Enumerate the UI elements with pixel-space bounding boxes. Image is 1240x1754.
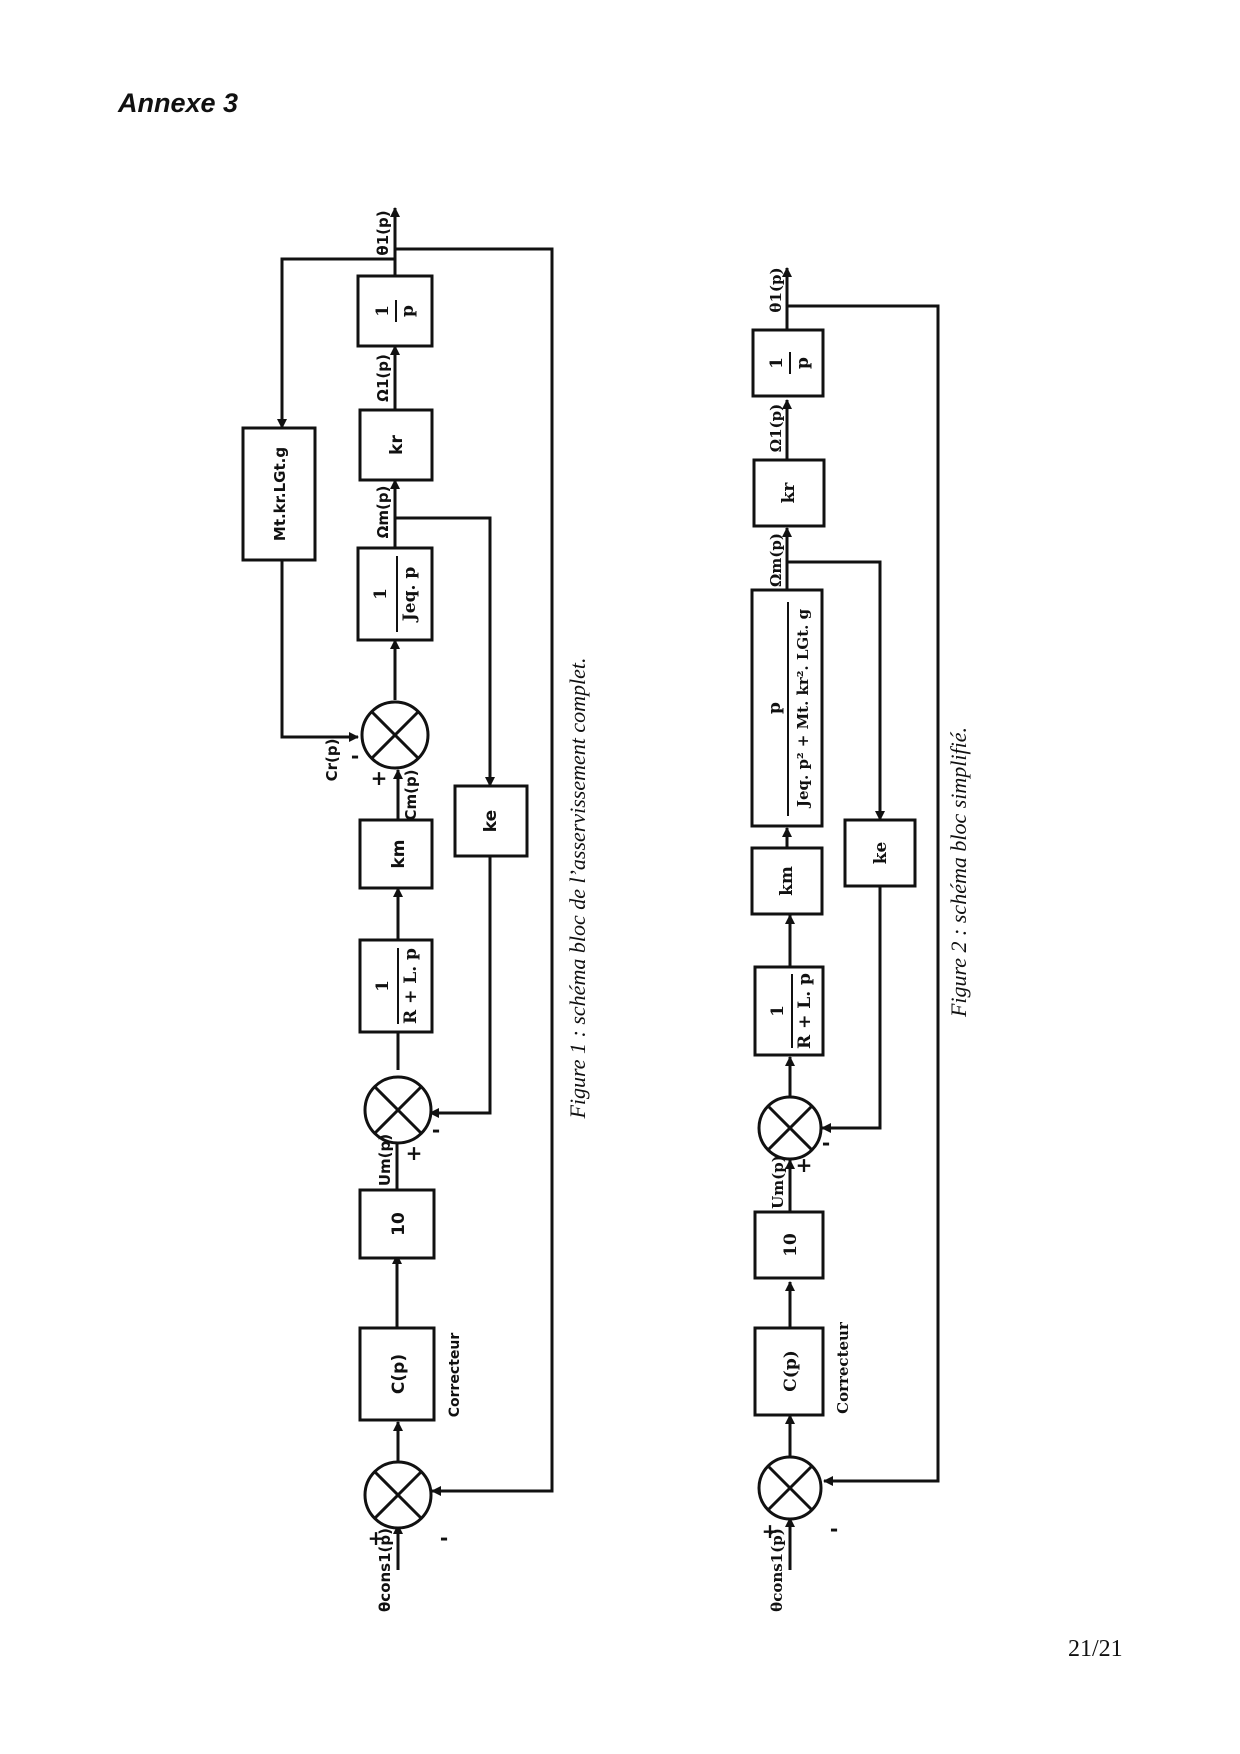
- sum1-plus-sign: +: [368, 1526, 385, 1550]
- block-kr: kr: [358, 408, 434, 482]
- wire-cr: [280, 560, 359, 742]
- gain-label: 10: [389, 1212, 409, 1236]
- cm-label: Cm(p): [402, 769, 420, 820]
- block-mechanical: p Jeq. p² + Mt. kr². LGt. g: [750, 588, 824, 828]
- integrator-denominator: p: [793, 357, 813, 369]
- block-corrector: C(p): [753, 1326, 825, 1417]
- inertia-numerator: 1: [371, 588, 391, 600]
- mechanical-denominator: Jeq. p² + Mt. kr². LGt. g: [794, 608, 812, 809]
- electrical-numerator: 1: [373, 980, 393, 992]
- corrector-note: Correcteur: [447, 1333, 463, 1418]
- block-integrator: 1 p: [356, 274, 434, 348]
- block-inertia: 1 Jeq. p: [356, 546, 434, 642]
- um-label: Um(p): [376, 1134, 394, 1186]
- integrator-numerator: 1: [373, 305, 393, 317]
- wire-outer-feedback: [395, 247, 554, 1496]
- sum2-plus-sign: +: [796, 1153, 813, 1177]
- integrator-numerator: 1: [767, 357, 787, 369]
- wire-outer-feedback: [787, 304, 940, 1486]
- block-ke: ke: [453, 784, 529, 858]
- wire-load-feedback: [277, 257, 395, 429]
- omega-1-label: Ω1(p): [767, 404, 785, 452]
- omega-m-label: Ωm(p): [374, 486, 392, 539]
- sum1-plus-sign: +: [762, 1519, 779, 1543]
- block-kr: kr: [752, 458, 826, 528]
- electrical-numerator: 1: [768, 1005, 788, 1017]
- um-label: Um(p): [769, 1155, 787, 1209]
- electrical-denominator: R + L. p: [795, 973, 815, 1049]
- output-label: θ1(p): [767, 267, 785, 312]
- electrical-denominator: R + L. p: [401, 948, 421, 1024]
- figure-2-caption: Figure 2 : schéma bloc simplifié.: [946, 727, 971, 1018]
- page-heading: Annexe 3: [118, 88, 239, 118]
- input-label: θcons1(p): [376, 1528, 394, 1612]
- load-label: Mt.kr.LGt.g: [271, 447, 289, 541]
- sum2-minus-sign: -: [822, 1131, 830, 1155]
- block-km: km: [750, 846, 824, 916]
- omega-m-label: Ωm(p): [767, 533, 785, 587]
- block-ke: ke: [843, 818, 917, 888]
- input-label: θcons1(p): [768, 1528, 786, 1612]
- figure-1-caption: Figure 1 : schéma bloc de l’asservisseme…: [565, 657, 590, 1119]
- omega-1-label: Ω1(p): [374, 354, 392, 402]
- kr-label: kr: [387, 435, 407, 455]
- inertia-denominator: Jeq. p: [400, 567, 420, 624]
- wire-omega-to-ke: [787, 560, 885, 821]
- summing-junction-1: [363, 1460, 433, 1530]
- ke-label: ke: [481, 810, 501, 832]
- integrator-denominator: p: [398, 305, 418, 317]
- block-gain: 10: [358, 1188, 436, 1260]
- summing-junction-1: [757, 1455, 823, 1521]
- block-load: Mt.kr.LGt.g: [241, 426, 317, 562]
- km-label: km: [777, 866, 797, 896]
- corrector-note: Correcteur: [834, 1321, 852, 1414]
- block-integrator: 1 p: [751, 328, 825, 398]
- block-corrector: C(p): [358, 1326, 436, 1422]
- corrector-label: C(p): [781, 1350, 801, 1392]
- block-km: km: [358, 818, 434, 890]
- ke-label: ke: [871, 842, 891, 865]
- block-electrical: 1 R + L. p: [753, 965, 825, 1057]
- km-label: km: [389, 839, 409, 868]
- page-number: 21/21: [1068, 1636, 1123, 1662]
- sum3-plus-sign: +: [371, 766, 388, 790]
- wire-ke-to-sum2: [429, 855, 492, 1118]
- summing-junction-2: [757, 1095, 823, 1161]
- wire-omega-to-ke: [395, 516, 495, 787]
- sum1-minus-sign: -: [440, 1526, 448, 1550]
- block-gain: 10: [753, 1210, 825, 1280]
- mechanical-numerator: p: [765, 702, 785, 714]
- sum2-plus-sign: +: [406, 1141, 423, 1165]
- figure-1: C(p) Correcteur 10 1 R + L. p km 1 Jeq. …: [241, 207, 590, 1612]
- summing-junction-2: [363, 1075, 433, 1145]
- output-label: θ1(p): [374, 210, 392, 255]
- block-electrical: 1 R + L. p: [358, 938, 434, 1034]
- kr-label: kr: [779, 482, 799, 504]
- cr-label: Cr(p): [323, 739, 341, 782]
- corrector-label: C(p): [389, 1354, 409, 1394]
- sum1-minus-sign: -: [830, 1517, 838, 1541]
- sum3-minus-sign: -: [351, 744, 359, 768]
- summing-junction-3: [360, 700, 430, 770]
- gain-label: 10: [781, 1233, 801, 1257]
- figure-2: C(p) Correcteur 10 1 R + L. p km p Jeq. …: [750, 267, 971, 1612]
- wire-ke-to-sum2: [821, 885, 882, 1133]
- sum2-minus-sign: -: [432, 1118, 440, 1142]
